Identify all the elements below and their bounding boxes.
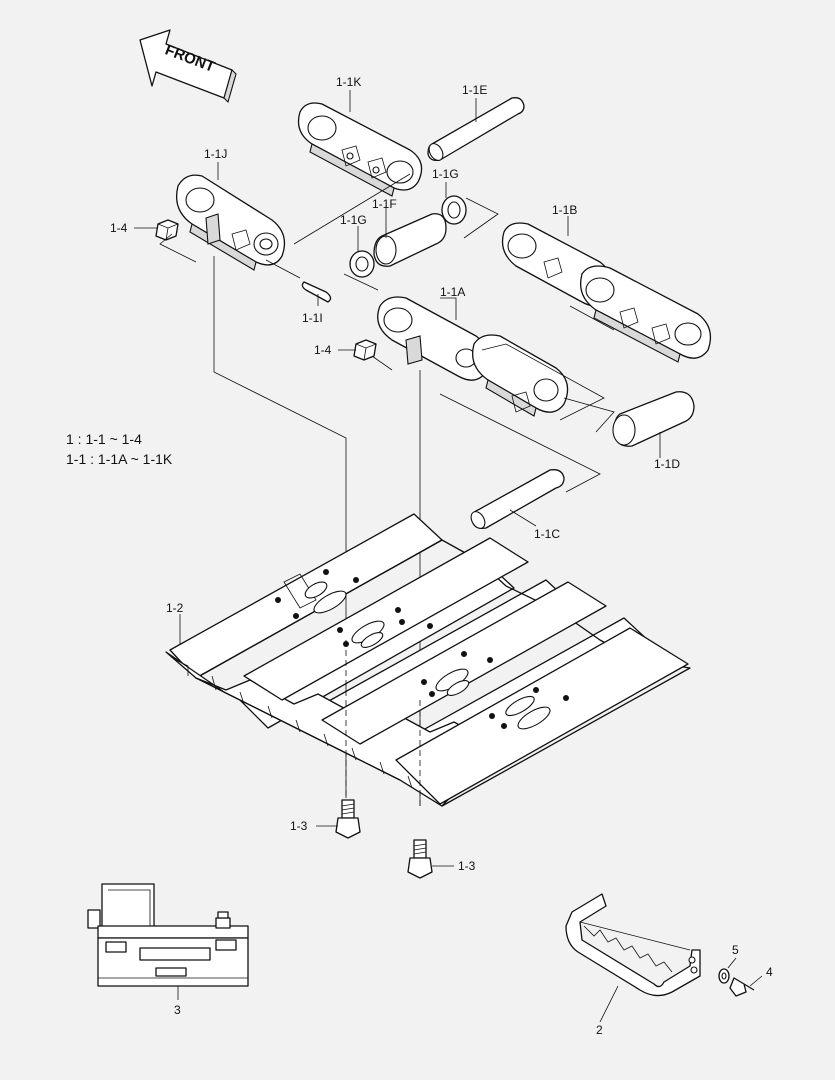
label-1-3-left: 1-3: [290, 819, 308, 833]
nut-1-4-lower: [353, 339, 377, 361]
label-5: 5: [732, 943, 739, 957]
pin-1-1c: [470, 469, 565, 529]
label-1-1j: 1-1J: [204, 147, 227, 161]
pin-1-1e: [427, 97, 525, 162]
label-1-4-lower: 1-4: [314, 343, 332, 357]
note-line-2: 1-1 : 1-1A ~ 1-1K: [66, 451, 173, 467]
link-1-1k: [297, 102, 423, 197]
track-guard-2: [565, 893, 701, 997]
label-2: 2: [596, 1023, 603, 1037]
label-3: 3: [174, 1003, 181, 1017]
bushing-1-1d: [612, 391, 695, 447]
seal-1-1g-lower: [349, 250, 375, 278]
bolt-1-3-left: [335, 799, 361, 839]
seal-1-1g-upper: [441, 195, 467, 225]
label-1-1g-upper: 1-1G: [432, 167, 459, 181]
track-assembly-3: [87, 883, 249, 987]
washer-5: [718, 968, 730, 984]
label-1-1k: 1-1K: [336, 75, 361, 89]
label-1-1b: 1-1B: [552, 203, 577, 217]
note-line-1: 1 : 1-1 ~ 1-4: [66, 431, 142, 447]
bolt-4: [729, 977, 755, 997]
front-arrow: FRONT: [139, 29, 237, 104]
link-1-1j: [175, 174, 286, 271]
bushing-1-1f: [373, 213, 447, 267]
label-1-1f: 1-1F: [372, 197, 397, 211]
label-1-1g-lower: 1-1G: [340, 213, 367, 227]
label-1-1e: 1-1E: [462, 83, 487, 97]
part-labels: 1-1K 1-1E 1-1J 1-1G 1-1F 1-1G 1-1B 1-4 1…: [110, 75, 773, 1037]
link-1-1b: [501, 222, 712, 363]
label-1-1d: 1-1D: [654, 457, 680, 471]
assembly-lines: [159, 173, 615, 806]
label-1-1a: 1-1A: [440, 285, 465, 299]
bolt-1-3-right: [407, 839, 433, 879]
assembly-notes: 1 : 1-1 ~ 1-4 1-1 : 1-1A ~ 1-1K: [66, 431, 173, 467]
label-1-1c: 1-1C: [534, 527, 560, 541]
label-1-2: 1-2: [166, 601, 184, 615]
label-1-1i: 1-1I: [302, 311, 323, 325]
track-shoes-1-2: [165, 513, 691, 807]
link-1-1a: [377, 296, 569, 417]
label-1-4-upper: 1-4: [110, 221, 128, 235]
label-1-3-right: 1-3: [458, 859, 476, 873]
nut-1-4-upper: [155, 219, 179, 241]
pin-1-1i: [301, 281, 332, 303]
label-4: 4: [766, 965, 773, 979]
label-leaders: [134, 90, 763, 1023]
